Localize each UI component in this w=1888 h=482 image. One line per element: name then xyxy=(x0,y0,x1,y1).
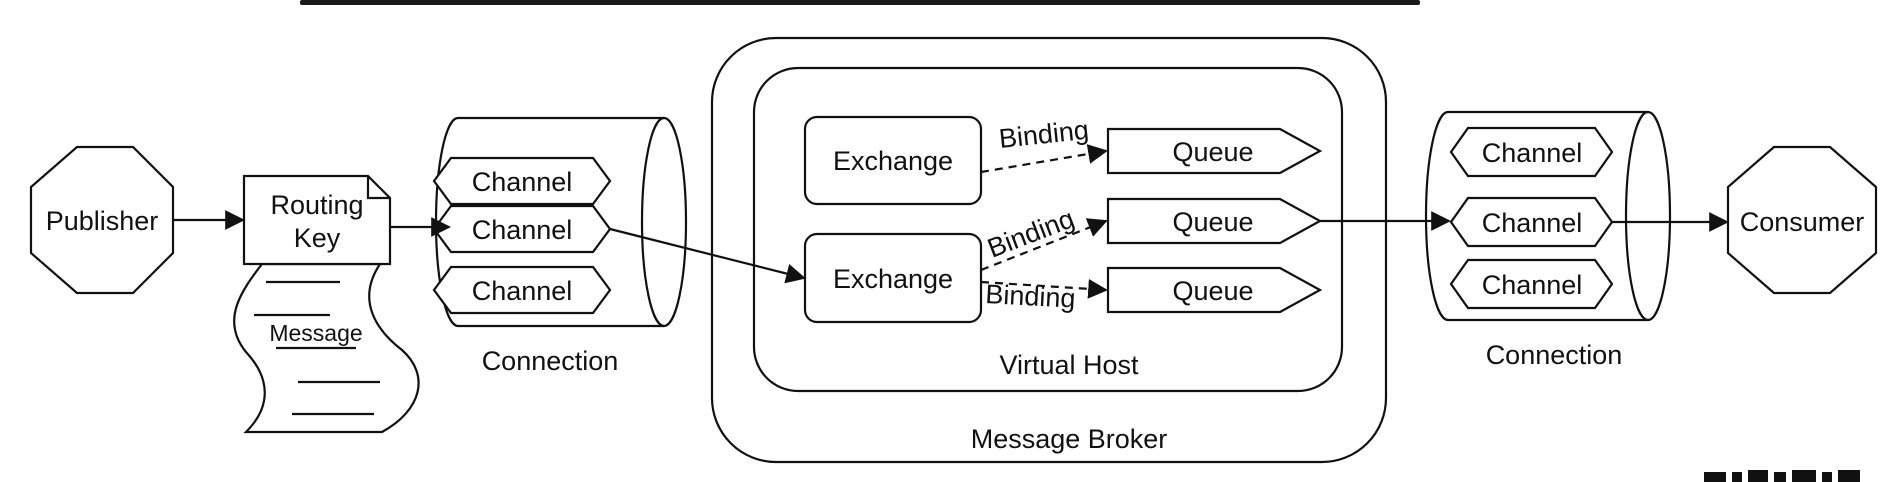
left-connection-label: Connection xyxy=(482,346,619,376)
message-scroll: Message xyxy=(233,262,420,434)
right-connection-label: Connection xyxy=(1486,340,1623,370)
queue-2-shape xyxy=(1106,197,1323,245)
right-channel-1-shape xyxy=(1449,126,1614,178)
virtual-host: Virtual Host Exchange Exchange Queue Que… xyxy=(752,66,1344,393)
binding-label-3: Binding xyxy=(985,279,1077,314)
consumer-node: Consumer xyxy=(1726,145,1878,295)
cropped-caption-strip xyxy=(300,0,1420,5)
consumer-octagon xyxy=(1726,145,1878,295)
left-channel-1-shape xyxy=(432,156,612,206)
virtual-host-label: Virtual Host xyxy=(999,350,1139,380)
left-connection: Channel Channel Channel Connection xyxy=(432,116,688,376)
qr-code-corner-mark xyxy=(1704,470,1860,482)
right-channel-3-shape xyxy=(1449,258,1614,310)
left-channel-2-label: Channel xyxy=(472,215,573,245)
message-label: Message xyxy=(269,320,362,346)
exchange-2-label: Exchange xyxy=(833,264,953,294)
routing-key-node: Routing Key xyxy=(242,174,392,266)
right-channel-3-label: Channel xyxy=(1482,270,1583,300)
publisher-label: Publisher xyxy=(46,206,159,236)
routing-key-document xyxy=(242,174,392,266)
left-channel-1-label: Channel xyxy=(472,167,573,197)
routing-key-label-line-1: Routing xyxy=(270,190,363,220)
queue-3-label: Queue xyxy=(1172,276,1253,306)
edge-exchange-2-to-queue-3 xyxy=(980,278,1108,299)
right-channel-2-label: Channel xyxy=(1482,208,1583,238)
right-channel-1-label: Channel xyxy=(1482,138,1583,168)
left-channel-3-label: Channel xyxy=(472,276,573,306)
right-connection: Channel Channel Channel Connection xyxy=(1424,110,1672,370)
queue-1-shape xyxy=(1106,127,1323,175)
consumer-label: Consumer xyxy=(1740,207,1865,237)
publisher-node: Publisher xyxy=(29,145,175,295)
routing-key-label-line-2: Key xyxy=(294,223,341,253)
message-broker-label: Message Broker xyxy=(971,424,1168,454)
exchange-1-label: Exchange xyxy=(833,146,953,176)
connectors xyxy=(173,144,1729,299)
queue-2-label: Queue xyxy=(1172,207,1253,237)
right-channel-2-shape xyxy=(1449,196,1614,248)
edge-channel-to-exchange xyxy=(609,227,806,284)
exchange-1-box xyxy=(803,115,983,206)
publisher-octagon xyxy=(29,145,175,295)
queue-3-shape xyxy=(1106,266,1323,314)
left-channel-3-shape xyxy=(432,265,612,315)
edge-exchange-1-to-queue-1 xyxy=(980,144,1108,174)
queue-1-label: Queue xyxy=(1172,137,1253,167)
